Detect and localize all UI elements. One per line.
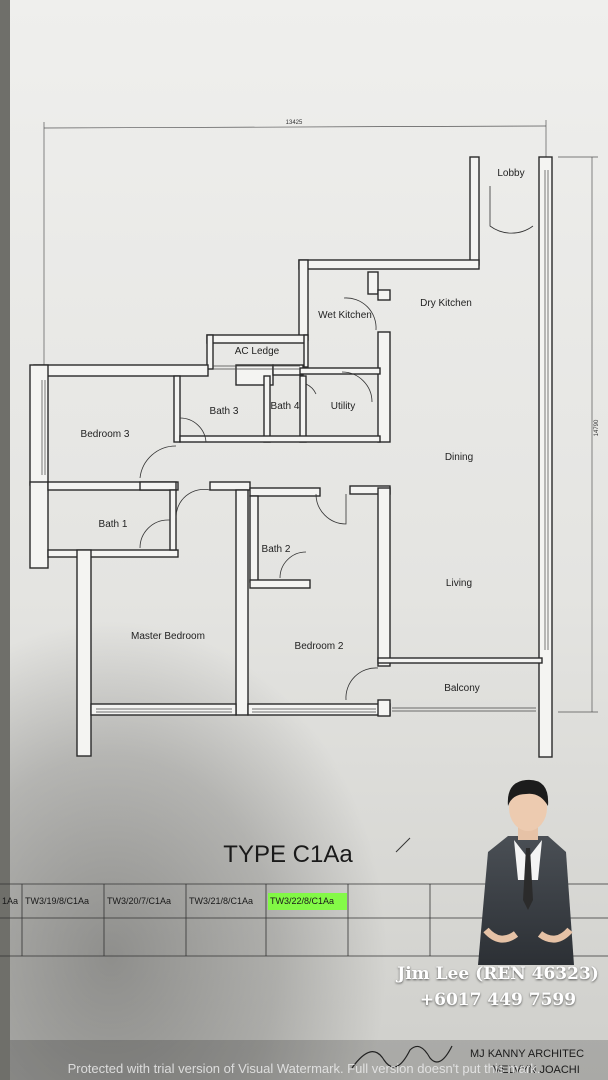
room-label-bedroom2: Bedroom 2: [295, 641, 344, 652]
unit-cell-0: 1Aa: [2, 896, 18, 906]
windows: [41, 170, 549, 713]
room-label-ac-ledge: AC Ledge: [235, 346, 280, 357]
walls: [29, 156, 553, 758]
room-label-bath2: Bath 2: [262, 544, 291, 555]
signature: [351, 1045, 453, 1069]
room-label-bath1: Bath 1: [99, 519, 128, 530]
room-label-living: Living: [446, 578, 472, 589]
room-label-utility: Utility: [331, 401, 355, 412]
room-label-balcony: Balcony: [444, 683, 480, 694]
watermark-text: Protected with trial version of Visual W…: [67, 1061, 541, 1076]
unit-highlight: [268, 893, 347, 910]
agent-phone: +6017 449 7599: [419, 990, 577, 1010]
architect-firm: MJ KANNY ARCHITEC: [470, 1048, 585, 1060]
room-label-dry-kitchen: Dry Kitchen: [420, 298, 472, 309]
agent-name: Jim Lee (REN 46323): [397, 964, 599, 984]
room-label-lobby: Lobby: [497, 168, 524, 179]
depth-dimension: 14790: [594, 419, 600, 436]
architect-firm-line2: MELVYN JOACHI: [492, 1064, 580, 1076]
unit-cell-4: TW3/22/8/C1Aa: [270, 896, 334, 906]
width-dimension: 13425: [286, 120, 303, 126]
unit-cell-1: TW3/19/8/C1Aa: [25, 896, 89, 906]
dimension-lines: [43, 120, 598, 713]
door-swings: [139, 186, 534, 701]
room-label-bath4: Bath 4: [271, 401, 300, 412]
unit-cell-2: TW3/20/7/C1Aa: [107, 896, 171, 906]
unit-cell-3: TW3/21/8/C1Aa: [189, 896, 253, 906]
room-label-master-bedroom: Master Bedroom: [131, 631, 205, 642]
agent-photo: [478, 779, 574, 965]
type-title: TYPE C1Aa: [223, 841, 353, 868]
room-label-bedroom3: Bedroom 3: [81, 429, 130, 440]
room-label-dining: Dining: [445, 452, 473, 463]
room-label-bath3: Bath 3: [210, 406, 239, 417]
room-label-wet-kitchen: Wet Kitchen: [318, 310, 372, 321]
